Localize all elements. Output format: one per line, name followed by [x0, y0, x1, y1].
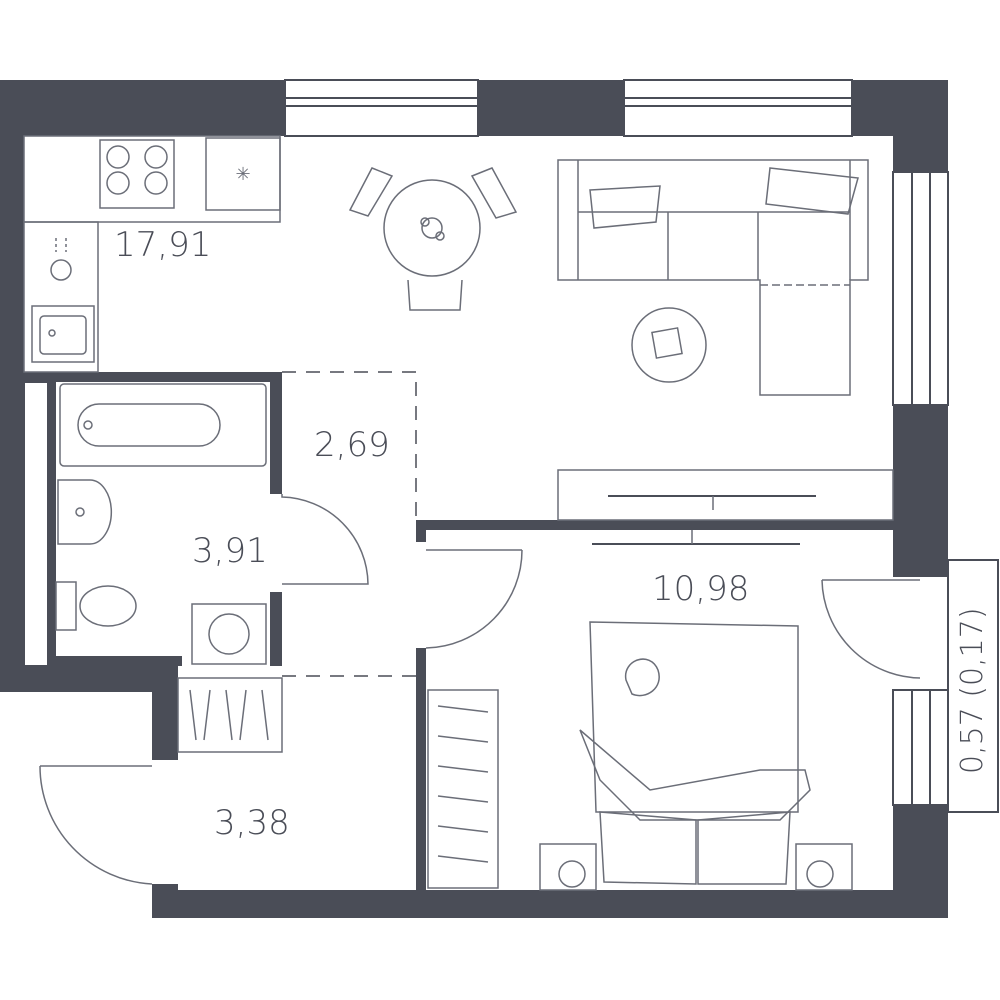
window-top-left — [284, 79, 479, 137]
wall-bottom — [152, 890, 948, 918]
wall-bath-left — [48, 372, 56, 668]
water-tap — [50, 259, 72, 281]
wall-bath-top — [24, 372, 282, 382]
wall-entrance-stub — [152, 666, 178, 760]
area-labels: 17,91 2,69 3,91 10,98 3,38 0,57 (0,17) — [114, 225, 990, 843]
door-bedroom — [425, 549, 523, 649]
tv-stand-living — [557, 469, 894, 521]
svg-text:✳: ✳ — [235, 164, 250, 185]
window-right-living — [892, 171, 949, 406]
walls — [0, 80, 948, 918]
area-bathroom: 3,91 — [192, 531, 268, 571]
kitchen-counter-side — [23, 221, 99, 373]
wardrobe-bedroom — [427, 689, 499, 889]
dining-chair-left — [348, 167, 394, 217]
wall-bath-right-lower — [270, 592, 282, 666]
stove — [99, 139, 175, 209]
window-top-right — [623, 79, 853, 137]
wall-top-middle — [478, 80, 624, 136]
kitchen-sink — [31, 305, 95, 363]
wall-top-left — [0, 80, 285, 136]
bed — [589, 621, 799, 813]
wall-left-lower — [0, 666, 178, 692]
dining-table — [383, 179, 481, 277]
bathtub — [59, 383, 267, 467]
windows — [23, 79, 949, 806]
bed-set — [539, 621, 853, 891]
dining-set — [348, 167, 518, 311]
fridge — [205, 137, 281, 211]
nightstand-right — [795, 843, 853, 891]
wall-bottom-left-stub — [152, 884, 178, 918]
wall-right-middle — [893, 405, 948, 577]
wall-right-bottom — [893, 805, 948, 918]
window-right-bedroom — [892, 689, 949, 806]
dining-chair-bottom — [407, 279, 463, 311]
blanket — [579, 729, 811, 821]
zone-boundaries — [282, 371, 417, 677]
wall-bath-right-upper — [270, 372, 282, 494]
toilet — [55, 581, 77, 631]
bathroom-fixtures — [55, 383, 267, 665]
wall-left — [0, 80, 24, 690]
washbasin — [57, 479, 113, 545]
wall-bedroom-left-upper — [416, 520, 426, 542]
wall-bedroom-top — [416, 520, 893, 530]
wardrobe-hall — [177, 677, 283, 753]
dining-chair-right — [470, 167, 518, 219]
doors — [39, 494, 921, 885]
wall-bedroom-left-lower — [416, 648, 426, 892]
coffee-table — [631, 307, 707, 383]
wall-right-top — [893, 80, 948, 172]
pillow — [599, 811, 697, 885]
nightstand-left — [539, 843, 597, 891]
living-furniture — [557, 159, 869, 396]
door-entrance — [39, 765, 153, 885]
pillow — [697, 811, 791, 885]
area-hall: 2,69 — [314, 425, 390, 465]
cat-icon — [625, 658, 660, 697]
wall-bath-bottom — [56, 656, 182, 666]
tv-units — [557, 469, 894, 545]
area-entrance: 3,38 — [214, 803, 290, 843]
balcony-box — [947, 559, 999, 813]
sofa-cushion — [589, 185, 661, 229]
window-bathroom — [23, 381, 49, 667]
door-bathroom — [281, 494, 369, 585]
door-balcony — [821, 579, 921, 679]
area-bedroom: 10,98 — [652, 569, 749, 609]
area-balcony: 0,57 (0,17) — [955, 607, 990, 774]
washing-machine — [191, 603, 267, 665]
wardrobes — [177, 677, 499, 889]
area-living-kitchen: 17,91 — [114, 225, 211, 265]
sofa-cushion — [765, 167, 859, 215]
kitchen: ✳ — [23, 135, 281, 373]
sofa — [557, 159, 869, 396]
